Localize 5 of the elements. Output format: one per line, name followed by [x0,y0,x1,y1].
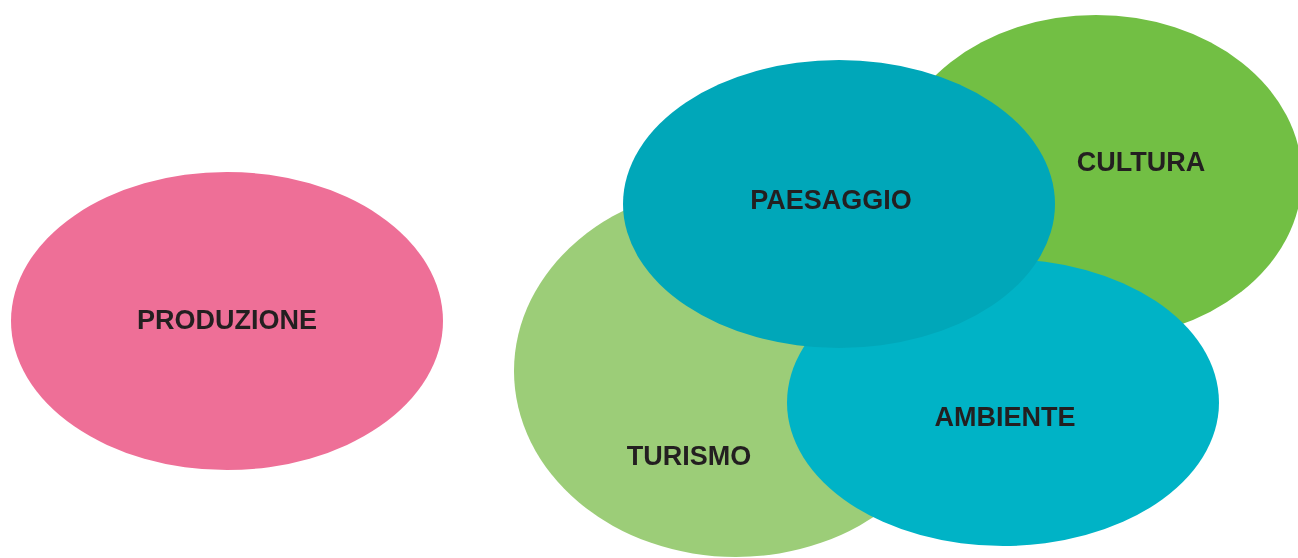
topic-label: TURISMO [626,440,752,472]
topic-label: PAESAGGIO [750,184,912,216]
topic-label: CULTURA [1076,146,1206,178]
topic-label: PRODUZIONE [137,304,317,336]
topic-label: AMBIENTE [934,401,1076,433]
